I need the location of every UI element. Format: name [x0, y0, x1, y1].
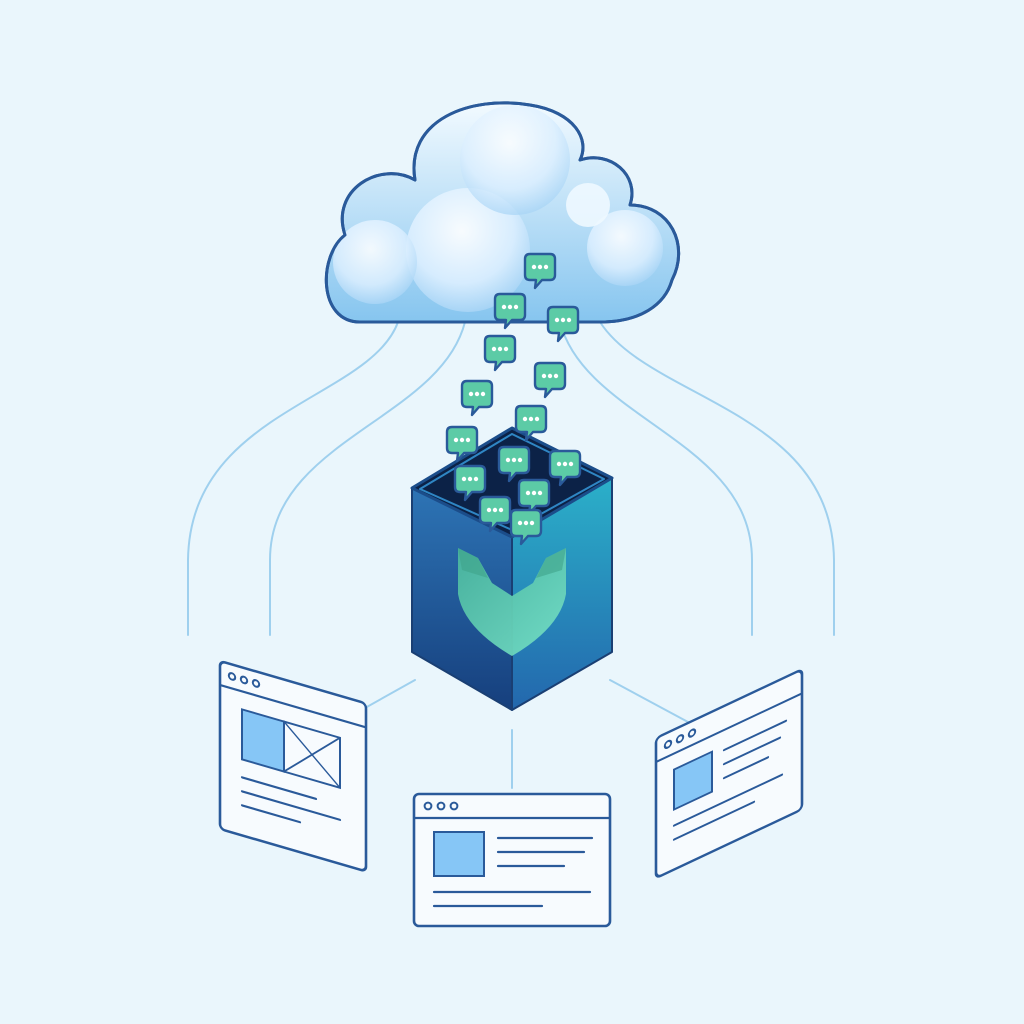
browser-window-right [654, 669, 804, 878]
browser-window-center [412, 792, 612, 928]
connector-line-right-inner [559, 321, 753, 636]
cloud-icon [324, 101, 681, 324]
image-placeholder-icon [433, 831, 485, 877]
connector-line-box-right [609, 679, 689, 723]
shield-icon [458, 548, 566, 656]
connector-lines [187, 321, 835, 789]
connector-line-right-outer [599, 321, 835, 636]
browser-window-left [218, 660, 368, 872]
connector-line-left-outer [187, 321, 399, 636]
image-placeholder-icon [673, 750, 713, 812]
connector-line-left-inner [269, 321, 466, 636]
